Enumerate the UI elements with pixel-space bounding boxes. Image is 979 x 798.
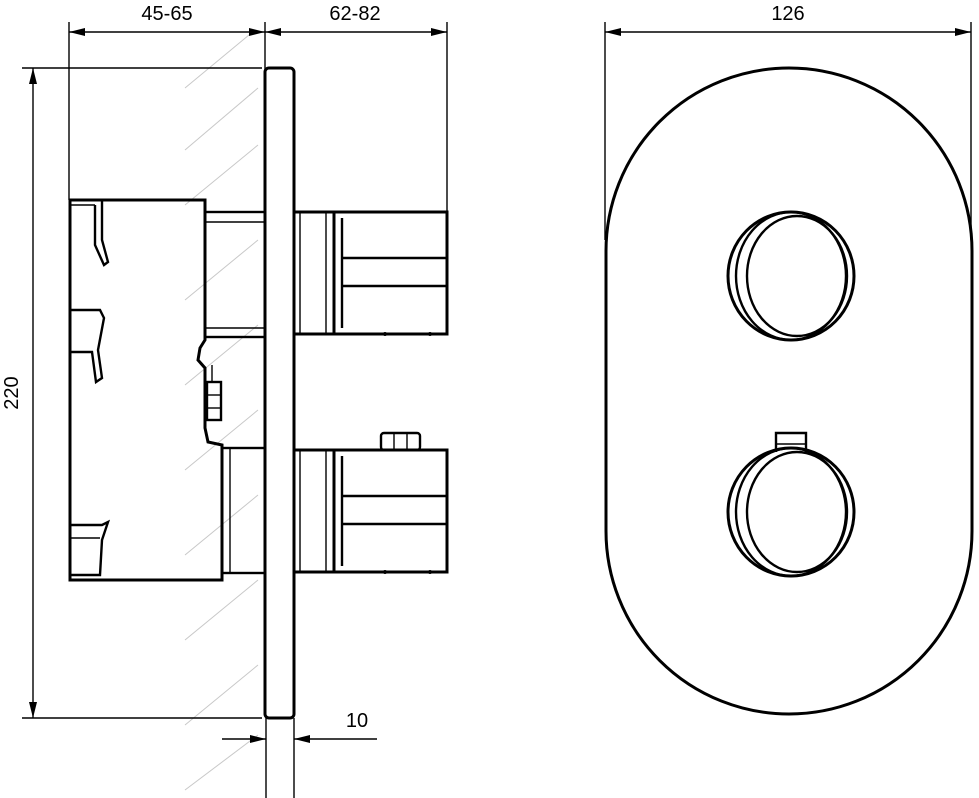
nut <box>205 380 223 422</box>
dimension-label-cover-width: 126 <box>771 3 804 25</box>
dimension-plate-thickness: 10 <box>222 710 377 798</box>
wall-hatching <box>184 29 259 791</box>
dimension-cover-height: 220 <box>1 67 262 719</box>
upper-handle-side <box>292 210 449 336</box>
mixer-side-view <box>68 66 449 720</box>
dimension-label-plate-thickness: 10 <box>346 710 368 732</box>
dimension-label-wall-depth: 45-65 <box>141 3 192 25</box>
lower-knob-front <box>726 431 856 578</box>
dimension-wall-depth: 45-65 <box>68 3 266 200</box>
temperature-stop-tab <box>774 431 808 452</box>
cover-plate-side <box>263 66 296 720</box>
dimension-trim-projection: 62-82 <box>265 3 448 212</box>
dimension-label-cover-height: 220 <box>1 376 23 409</box>
dimension-cover-width: 126 <box>604 3 972 240</box>
cover-plate-front <box>604 66 974 716</box>
mixer-front-view <box>604 66 974 716</box>
lower-handle-side <box>292 431 449 574</box>
upper-knob-front <box>726 210 856 342</box>
dimension-label-trim-projection: 62-82 <box>329 3 380 25</box>
temperature-stop-button <box>379 431 422 452</box>
valve-housing <box>68 198 224 582</box>
